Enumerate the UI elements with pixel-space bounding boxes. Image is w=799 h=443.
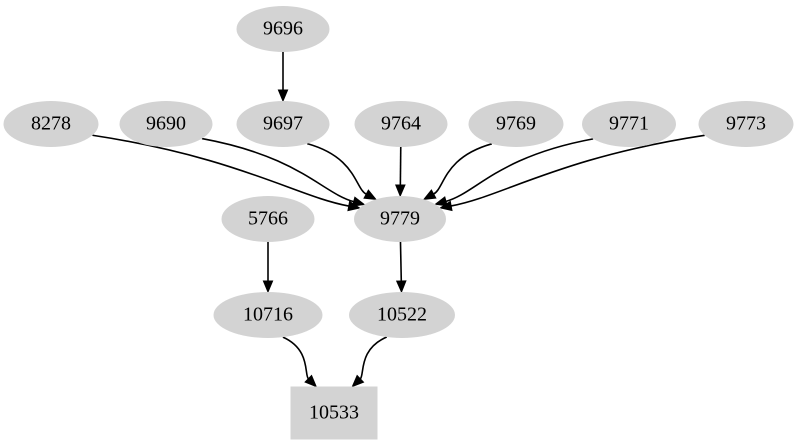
graph-node[interactable]: 10522 [349, 292, 455, 338]
node-ellipse-shape [213, 292, 323, 338]
graph-edge [201, 137, 354, 203]
node-label: 9773 [726, 113, 766, 135]
node-ellipse-shape [468, 101, 564, 147]
graph-node[interactable]: 9779 [354, 196, 446, 242]
graph-node[interactable]: 8278 [3, 101, 99, 147]
graph-node[interactable]: 9764 [354, 101, 448, 147]
arrowhead-icon [262, 280, 274, 294]
graph-node[interactable]: 9697 [236, 101, 330, 147]
graph-node[interactable]: 9769 [468, 101, 564, 147]
graph-node[interactable]: 10533 [290, 386, 378, 440]
graph-node[interactable]: 9696 [236, 6, 330, 52]
node-ellipse-shape [119, 101, 213, 147]
node-label: 5766 [248, 208, 288, 230]
graph-edge [399, 241, 403, 282]
graph-edge [450, 134, 705, 207]
arrowhead-icon [304, 374, 318, 388]
node-ellipse-shape [698, 101, 794, 147]
graph-edge [306, 142, 367, 195]
graph-edge [359, 336, 388, 380]
graph-node[interactable]: 9773 [698, 101, 794, 147]
node-ellipse-shape [221, 196, 315, 242]
node-label: 9690 [146, 113, 186, 135]
node-label: 9764 [381, 113, 421, 135]
arrowhead-icon [351, 196, 366, 207]
graph-edge [445, 138, 594, 203]
arrowhead-icon [422, 189, 437, 200]
graph-edge [433, 143, 493, 195]
node-ellipse-shape [236, 101, 330, 147]
node-ellipse-shape [349, 292, 455, 338]
arrowhead-icon [277, 89, 289, 103]
nodes-layer: 9696 8278 9690 9697 9764 9769 9771 9773 5766 9779… [3, 6, 794, 440]
arrowhead-icon [434, 196, 448, 207]
node-ellipse-shape [354, 196, 446, 242]
node-box-shape [290, 386, 378, 440]
arrowhead-icon [363, 189, 378, 201]
node-label: 9771 [609, 113, 649, 135]
node-label: 10533 [309, 402, 359, 424]
node-label: 9769 [496, 113, 536, 135]
graph-node[interactable]: 9771 [582, 101, 676, 147]
node-label: 10716 [243, 304, 293, 326]
edges-layer [92, 52, 705, 388]
node-label: 8278 [31, 113, 71, 135]
arrowhead-icon [351, 374, 365, 388]
node-ellipse-shape [582, 101, 676, 147]
node-label: 9779 [380, 208, 420, 230]
graph-edge [282, 336, 310, 380]
node-ellipse-shape [354, 101, 448, 147]
node-label: 10522 [377, 304, 427, 326]
graph-edge [92, 134, 349, 207]
graph-node[interactable]: 5766 [221, 196, 315, 242]
graph-node[interactable]: 10716 [213, 292, 323, 338]
arrowhead-icon [395, 280, 407, 294]
arrowhead-icon [395, 184, 406, 198]
arrowhead-icon [439, 200, 453, 212]
graph-node[interactable]: 9690 [119, 101, 213, 147]
node-ellipse-shape [3, 101, 99, 147]
node-label: 9696 [263, 18, 303, 40]
node-ellipse-shape [236, 6, 330, 52]
node-label: 9697 [263, 113, 303, 135]
